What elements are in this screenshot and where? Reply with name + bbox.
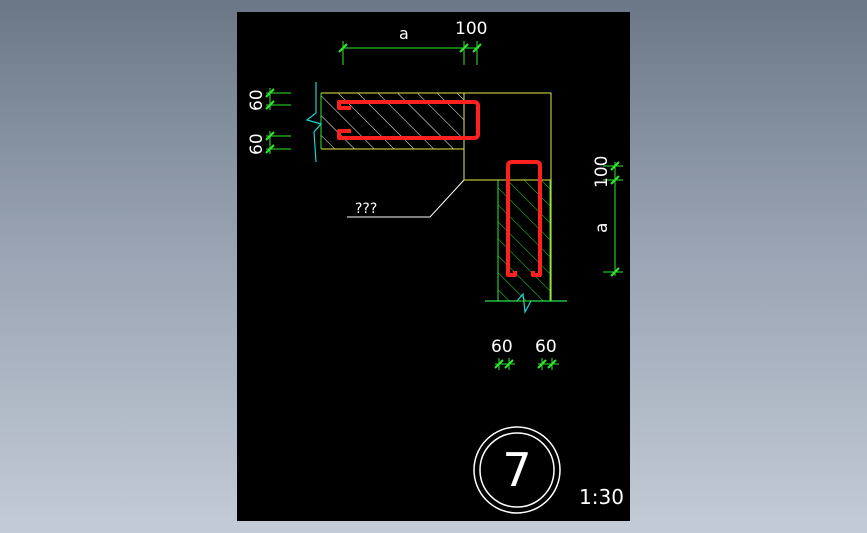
vertical-rebar-loop: [506, 160, 542, 277]
left-dimension-lower: 60: [247, 131, 291, 155]
detail-circle-outer: [473, 426, 561, 514]
bottom-right-tick-1: [537, 359, 547, 369]
vertical-member-hatch: [498, 180, 550, 301]
leader-line: [347, 179, 465, 218]
detail-bubble: 7: [473, 426, 561, 514]
detail-circle-inner: [479, 432, 555, 508]
left-lower-tick-1: [265, 131, 275, 141]
scale-label: 1:30: [579, 485, 624, 509]
right-tick-bottom: [610, 267, 620, 277]
left-upper-tick-1: [265, 88, 275, 98]
bottom-left-tick-2: [504, 359, 514, 369]
horizontal-rebar-loop: [337, 100, 480, 140]
right-tick-top: [610, 161, 620, 171]
top-tick-right: [472, 43, 482, 53]
leader-label: ???: [355, 201, 377, 217]
right-100-label: 100: [592, 156, 612, 188]
bottom-left-tick-1: [494, 359, 504, 369]
top-a-label: a: [399, 24, 409, 43]
top-tick-left: [338, 43, 348, 53]
right-a-label: a: [592, 223, 612, 233]
right-tick-mid: [610, 175, 620, 185]
top-tick-mid: [459, 43, 469, 53]
bottom-left-60-label: 60: [491, 337, 513, 357]
bottom-right-tick-2: [547, 359, 557, 369]
bottom-dimension-right: 60: [535, 337, 559, 370]
outer-outline: [321, 92, 552, 301]
left-upper-60-label: 60: [247, 89, 267, 111]
left-upper-tick-2: [265, 100, 275, 110]
bottom-right-60-label: 60: [535, 337, 557, 357]
bottom-dimension-left: 60: [491, 337, 515, 370]
top-dimension: a 100: [338, 19, 487, 65]
left-lower-tick-2: [265, 144, 275, 154]
right-dimension: 100 a: [592, 156, 623, 277]
left-dimension-upper: 60: [247, 88, 291, 111]
detail-number: 7: [502, 443, 531, 497]
top-100-label: 100: [455, 19, 487, 39]
detail-drawing: ??? a 100 60 60: [247, 19, 624, 514]
drawing-sheet: ??? a 100 60 60: [237, 12, 630, 521]
inner-outline: [321, 148, 498, 181]
left-lower-60-label: 60: [247, 133, 267, 155]
left-break-line: [305, 82, 323, 163]
